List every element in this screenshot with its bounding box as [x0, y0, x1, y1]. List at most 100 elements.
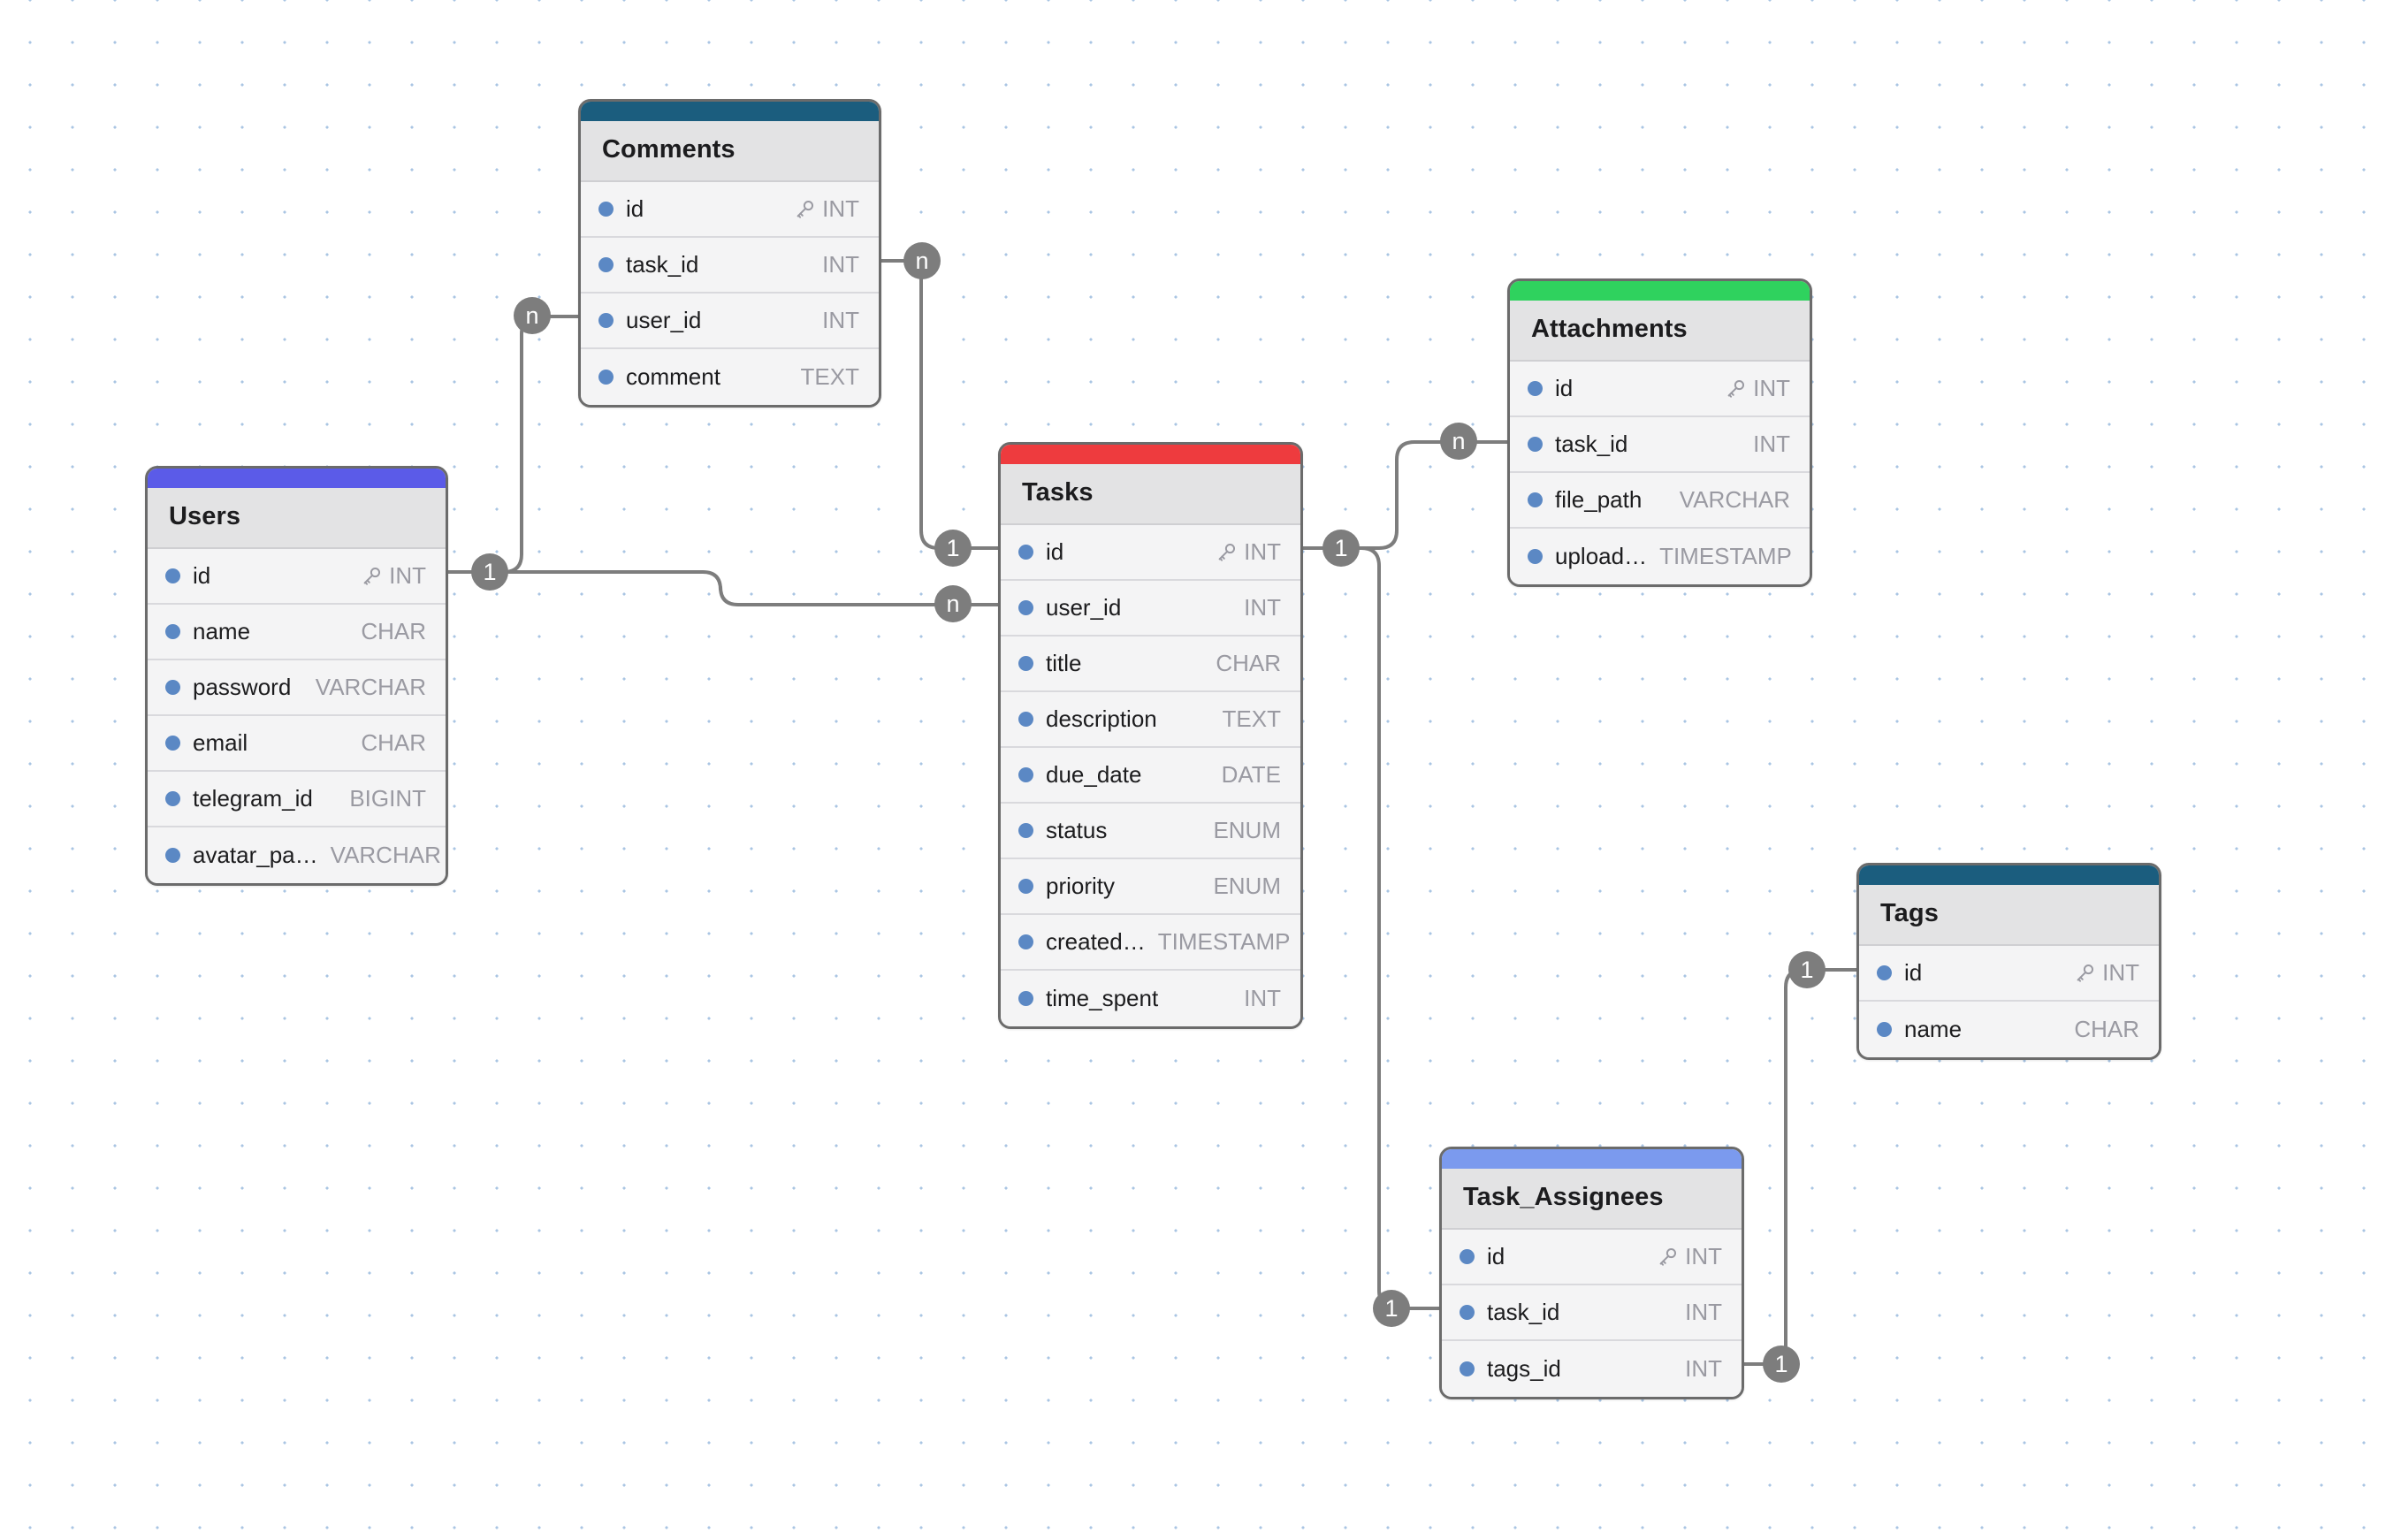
column-name: name	[1904, 1016, 1963, 1042]
column-meta: TIMESTAMP	[1158, 928, 1291, 956]
table-row[interactable]: user_id INT	[581, 294, 879, 349]
column-name: status	[1046, 817, 1108, 843]
column-dot-icon	[1528, 437, 1543, 452]
table-title: Task_Assignees	[1442, 1169, 1742, 1230]
column-name: task_id	[626, 251, 699, 278]
column-type: INT	[1244, 594, 1281, 621]
column-name: task_id	[1487, 1299, 1560, 1325]
table-row[interactable]: id INT	[1510, 362, 1810, 417]
column-type: INT	[1685, 1355, 1722, 1382]
column-dot-icon	[165, 680, 180, 695]
column-name: name	[193, 618, 251, 644]
column-name: avatar_pa…	[193, 842, 318, 868]
column-dot-icon	[1528, 381, 1543, 396]
table-title: Attachments	[1510, 301, 1810, 362]
column-type: CHAR	[1216, 650, 1281, 676]
column-dot-icon	[1460, 1249, 1475, 1264]
column-dot-icon	[165, 791, 180, 806]
relationship-line-users-id-to-tasks-user_id	[446, 570, 1000, 606]
column-dot-icon	[1018, 656, 1033, 671]
column-meta: TIMESTAMP	[1659, 543, 1792, 570]
column-meta: INT	[1685, 1355, 1722, 1383]
column-dot-icon	[1460, 1361, 1475, 1376]
relationship-line-comments-task_id-to-tasks-id	[880, 259, 1000, 550]
table-row[interactable]: created…TIMESTAMP	[1001, 915, 1300, 971]
column-type: BIGINT	[349, 785, 426, 812]
column-name: file_path	[1555, 486, 1643, 513]
cardinality-badge-n: n	[514, 297, 551, 334]
table-row[interactable]: avatar_pa…VARCHAR	[148, 827, 446, 883]
column-name: user_id	[626, 307, 702, 333]
table-accent-bar	[581, 102, 879, 121]
column-name: id	[1555, 375, 1574, 401]
column-type: INT	[1244, 538, 1281, 565]
column-type: INT	[1685, 1299, 1722, 1325]
column-type: INT	[2102, 959, 2139, 986]
table-row[interactable]: priority ENUM	[1001, 859, 1300, 915]
column-meta: INT	[822, 307, 859, 334]
column-meta: INT	[1216, 538, 1281, 566]
column-type: INT	[389, 562, 426, 589]
table-title: Users	[148, 488, 446, 549]
table-row[interactable]: upload… TIMESTAMP	[1510, 529, 1810, 584]
column-dot-icon	[1528, 492, 1543, 507]
relationship-line-users-id-to-comments-user_id	[446, 315, 580, 574]
column-type: DATE	[1221, 761, 1281, 788]
column-type: TIMESTAMP	[1659, 543, 1792, 569]
primary-key-icon	[1657, 1246, 1679, 1268]
column-meta: CHAR	[361, 618, 426, 645]
cardinality-badge-1: 1	[1322, 530, 1360, 567]
column-name: comment	[626, 363, 720, 390]
column-name: priority	[1046, 873, 1116, 899]
table-row[interactable]: name CHAR	[148, 605, 446, 660]
column-meta: INT	[1753, 431, 1790, 458]
table-row[interactable]: user_id INT	[1001, 581, 1300, 637]
column-meta: ENUM	[1213, 873, 1281, 900]
table-row[interactable]: task_id INT	[1442, 1285, 1742, 1341]
column-type: TIMESTAMP	[1157, 928, 1291, 955]
column-name: upload…	[1555, 543, 1648, 569]
column-dot-icon	[1460, 1305, 1475, 1320]
column-type: VARCHAR	[315, 674, 426, 700]
column-meta: BIGINT	[349, 785, 426, 812]
column-type: TEXT	[1222, 705, 1281, 732]
column-type: INT	[1753, 431, 1790, 457]
column-meta: TEXT	[1223, 705, 1281, 733]
table-row[interactable]: time_spent INT	[1001, 971, 1300, 1026]
primary-key-icon	[2074, 962, 2096, 984]
table-accent-bar	[1001, 445, 1300, 464]
column-dot-icon	[1018, 712, 1033, 727]
column-type: CHAR	[361, 618, 426, 644]
column-name: user_id	[1046, 594, 1122, 621]
column-dot-icon	[598, 370, 614, 385]
column-meta: INT	[1725, 375, 1790, 402]
column-type: INT	[1244, 985, 1281, 1011]
table-accent-bar	[1442, 1149, 1742, 1169]
column-name: time_spent	[1046, 985, 1159, 1011]
